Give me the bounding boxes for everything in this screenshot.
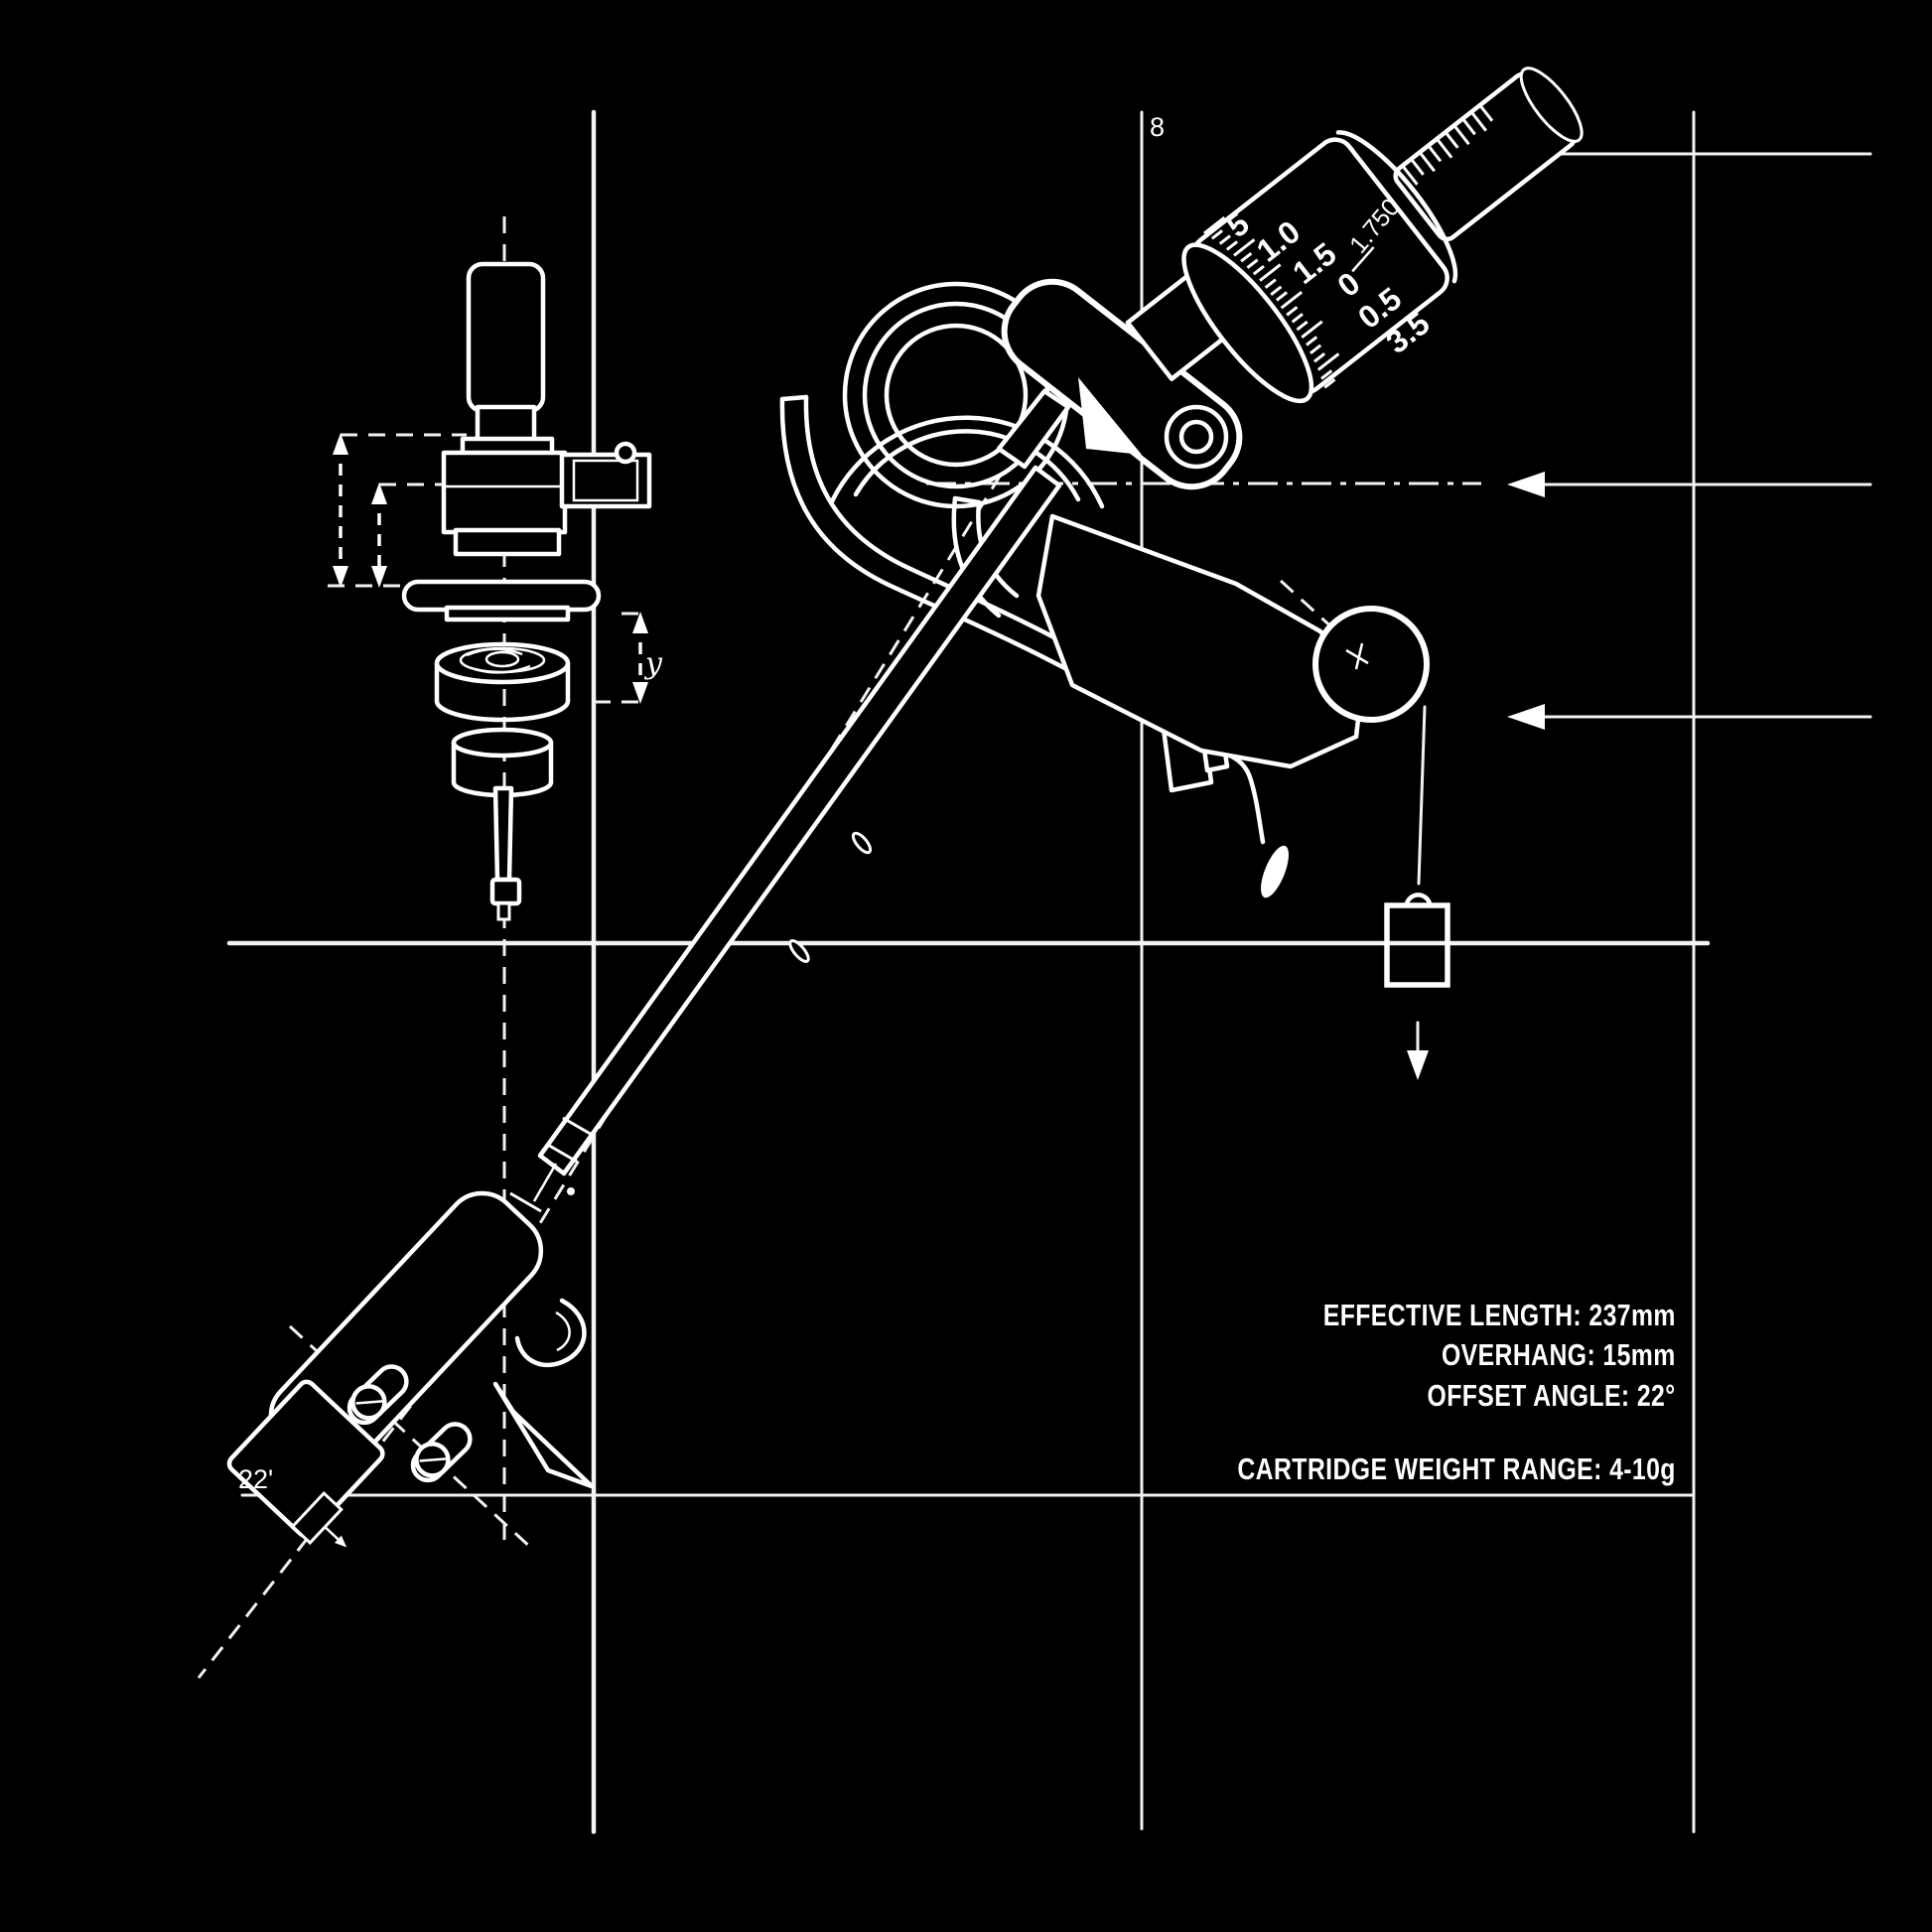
dimension-arrows-right — [1507, 141, 1872, 730]
bearing-cap-inner — [1178, 419, 1214, 455]
string-loop — [1404, 893, 1433, 906]
exploded-bearing-assembly — [401, 261, 652, 921]
tube-section-mark — [788, 939, 810, 963]
exploded-dimensions — [328, 433, 648, 704]
cartridge-body — [226, 1379, 385, 1538]
round-post — [1312, 606, 1430, 723]
ball-bearing-ring — [434, 641, 571, 723]
base-plate-arc — [853, 429, 1081, 502]
lift-platform — [996, 388, 1071, 470]
counterweight-dial: 5 1.0 1.5 0 0.5 3.5 1.750 — [1181, 130, 1458, 404]
dial-face — [1181, 242, 1314, 404]
counterweight-end-cylinder — [1393, 67, 1584, 242]
stylus-tip — [334, 1535, 347, 1548]
offset-angle-label: 22' — [238, 1464, 273, 1494]
arm-axis-line — [511, 474, 1003, 1268]
spindle — [489, 785, 522, 921]
side-box — [559, 452, 652, 509]
arrow-left-icon — [1507, 472, 1545, 497]
flange-lip — [444, 605, 571, 622]
post-bracket — [1035, 513, 1365, 769]
lower-cylinder — [451, 727, 554, 798]
spec-overhang: OVERHANG: 15mm — [1442, 1337, 1676, 1372]
finger-lift — [514, 1298, 587, 1368]
bearing-block — [441, 450, 568, 535]
arrow-left-icon — [1507, 704, 1545, 730]
counterweight: 5 1.0 1.5 0 0.5 3.5 1.750 — [1125, 67, 1584, 404]
antiskate-weight — [1384, 902, 1450, 988]
tube-section-mark — [851, 831, 873, 855]
side-screw — [614, 441, 637, 465]
grid-ref-label: 8 — [1150, 112, 1165, 142]
down-arrow-icon — [1407, 1050, 1429, 1080]
dial-ticks — [1203, 215, 1340, 389]
antiskate-string — [1417, 705, 1427, 886]
bearing-knob — [466, 261, 546, 414]
mount-screw — [346, 1364, 409, 1426]
mount-screw — [410, 1422, 473, 1483]
axis-node-dot — [567, 1187, 575, 1195]
tonearm-tube — [491, 465, 1062, 1237]
bearing-step — [453, 527, 562, 557]
bearing-ring-inner — [884, 323, 1029, 468]
headshell-fin — [492, 1381, 595, 1489]
headshell-assembly — [226, 1190, 595, 1548]
dimension-y-label: y — [643, 646, 663, 681]
yoke-notch — [1078, 377, 1142, 455]
antiskate-weight-assembly — [1035, 513, 1450, 1080]
construction-lines — [197, 109, 1711, 1835]
spec-effective-length: EFFECTIVE LENGTH: 237mm — [1322, 1298, 1676, 1332]
base-plate-arc — [829, 415, 1105, 509]
spec-cartridge-weight: CARTRIDGE WEIGHT RANGE: 4-10g — [1237, 1451, 1676, 1486]
cue-lever-tip — [1261, 845, 1289, 898]
spec-offset-angle: OFFSET ANGLE: 22° — [1427, 1378, 1676, 1413]
